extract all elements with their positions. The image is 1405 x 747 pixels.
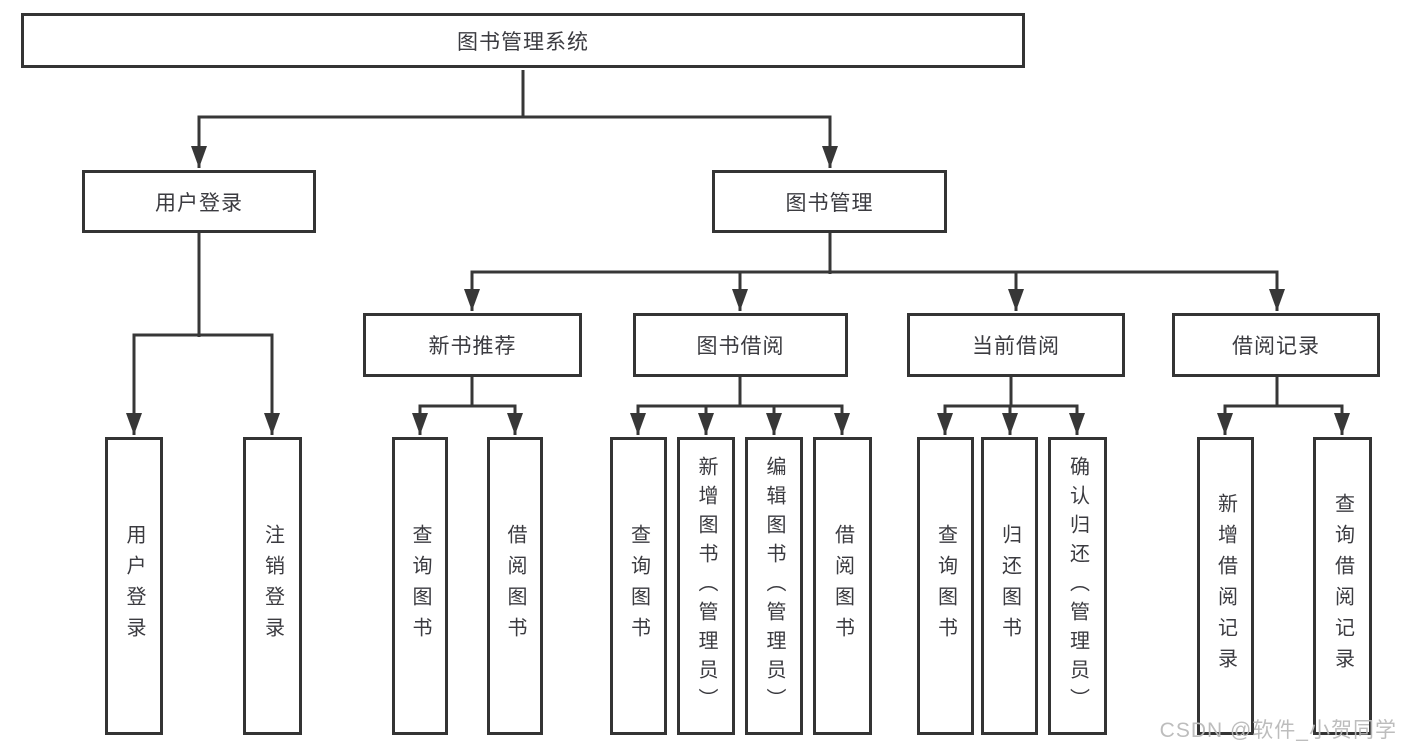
connector-arrows [126,118,1350,435]
leaf-borrow-book: 借阅图书 [813,437,872,735]
leaf-query-book-current: 查询图书 [917,437,974,735]
leaf-user-login: 用户登录 [105,437,163,735]
leaf-query-book-borrow: 查询图书 [610,437,667,735]
leaf-query-book-recommend: 查询图书 [392,437,448,735]
leaf-borrow-book-recommend: 借阅图书 [487,437,543,735]
node-borrow-record: 借阅记录 [1172,313,1380,377]
leaf-add-borrow-record: 新增借阅记录 [1197,437,1254,735]
leaf-edit-book-admin: 编辑图书（管理员） [745,437,803,735]
leaf-query-borrow-record: 查询借阅记录 [1313,437,1372,735]
watermark: CSDN @软件_小贺同学 [1159,719,1397,742]
node-user-login: 用户登录 [82,170,316,233]
leaf-add-book-admin: 新增图书（管理员） [677,437,735,735]
leaf-logout: 注销登录 [243,437,302,735]
node-book-borrow: 图书借阅 [633,313,848,377]
node-current-borrow: 当前借阅 [907,313,1125,377]
leaf-confirm-return-admin: 确认归还（管理员） [1048,437,1107,735]
node-new-book-recommend: 新书推荐 [363,313,582,377]
leaf-return-book: 归还图书 [981,437,1038,735]
node-book-management: 图书管理 [712,170,947,233]
node-root: 图书管理系统 [21,13,1025,68]
